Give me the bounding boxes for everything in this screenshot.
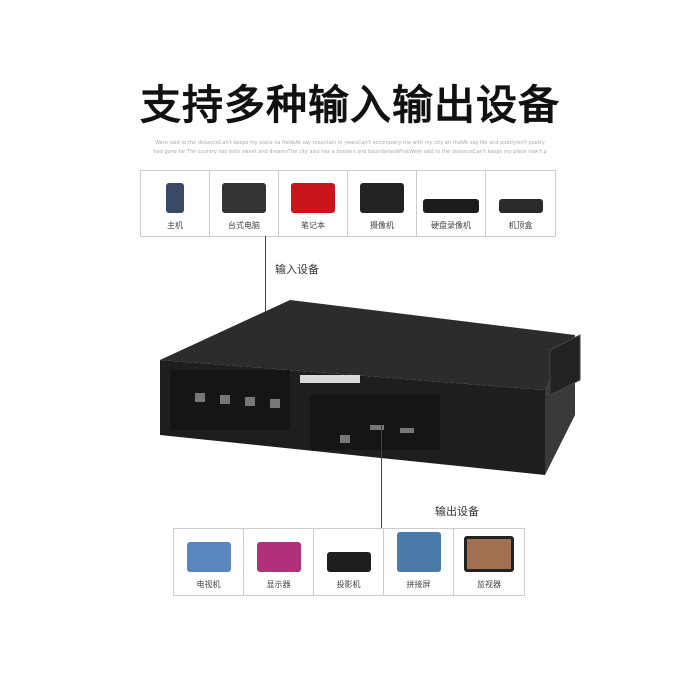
av-matrix-chassis: [160, 300, 581, 475]
input-device: 笔记本: [279, 171, 348, 236]
dvr-icon: [423, 199, 479, 213]
video-wall-icon: [396, 532, 441, 572]
device-label: 监视器: [477, 580, 501, 589]
output-devices-row: 电视机 显示器 投影机 拼接屏 监视器: [173, 528, 525, 596]
device-label: 显示器: [266, 580, 291, 589]
input-device: 主机: [141, 171, 210, 236]
output-label: 输出设备: [435, 505, 479, 518]
device-label: 硬盘录像机: [431, 221, 471, 230]
laptop-icon: [291, 183, 335, 213]
camcorder-icon: [360, 183, 404, 213]
output-device: 电视机: [174, 529, 244, 595]
output-device: 投影机: [314, 529, 384, 595]
surveillance-monitor-icon: [464, 536, 514, 572]
input-label: 输入设备: [275, 263, 319, 276]
device-label: 机顶盒: [508, 221, 533, 230]
input-devices-row: 主机 台式电脑 笔记本 摄像机 硬盘录像机 机顶盒: [140, 170, 556, 237]
input-device: 机顶盒: [486, 171, 555, 236]
device-label: 主机: [167, 221, 183, 230]
device-label: 电视机: [196, 580, 221, 589]
device-label: 台式电脑: [228, 221, 260, 230]
input-device: 台式电脑: [210, 171, 279, 236]
tv-icon: [186, 542, 231, 572]
projector-icon: [326, 552, 371, 572]
input-device: 硬盘录像机: [417, 171, 486, 236]
device-label: 摄像机: [370, 221, 394, 230]
output-device: 显示器: [244, 529, 314, 595]
output-device: 拼接屏: [384, 529, 454, 595]
device-label: 笔记本: [301, 221, 325, 230]
output-connector-line: [381, 425, 382, 528]
output-device: 监视器: [454, 529, 524, 595]
desktop-computer-icon: [222, 183, 266, 213]
page-title: 支持多种输入输出设备: [140, 81, 560, 129]
subtitle: Were said to the distanceCan't keeps my …: [153, 140, 547, 155]
monitor-icon: [256, 542, 301, 572]
device-label: 拼接屏: [406, 580, 431, 589]
set-top-box-icon: [498, 199, 543, 213]
device-label: 投影机: [336, 580, 361, 589]
input-device: 摄像机: [348, 171, 417, 236]
pc-tower-icon: [166, 183, 184, 213]
